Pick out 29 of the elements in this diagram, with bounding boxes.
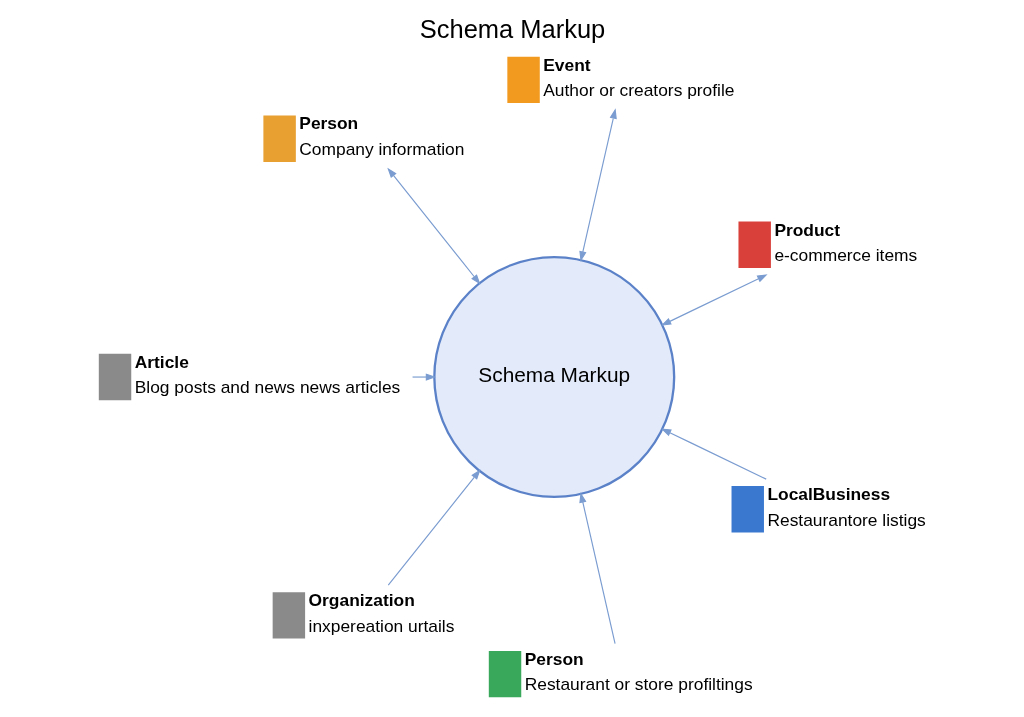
node-box: [262, 115, 296, 162]
arrow: [578, 492, 616, 645]
node-label: Person: [524, 648, 584, 669]
arrow: [660, 428, 767, 480]
arrow: [411, 373, 436, 381]
node-box: [737, 221, 771, 268]
node-label: Restaurant or store profiltings: [524, 674, 753, 695]
node-box: [98, 353, 131, 401]
node-label: e-commerce items: [773, 245, 917, 266]
node-box: [272, 592, 305, 639]
diagram-title: Schema Markup: [419, 14, 605, 43]
node-label: Product: [773, 219, 840, 240]
node-label: Article: [134, 351, 189, 372]
node-label: Restaurantore listigs: [766, 509, 926, 530]
node-label: Organization: [308, 590, 415, 611]
node-label: LocalBusiness: [766, 484, 890, 505]
arrow: [386, 167, 480, 285]
node-box: [731, 486, 764, 533]
node-label: Company information: [298, 138, 464, 159]
arrow: [660, 274, 768, 326]
node-label: Author or creators profile: [542, 80, 734, 101]
node-label: inxpereation urtails: [308, 615, 454, 636]
node-label: Event: [542, 54, 591, 75]
node-box: [488, 651, 521, 698]
node-box: [506, 56, 540, 104]
arrow: [387, 469, 481, 586]
arrow: [578, 108, 617, 262]
node-label: Blog posts and news news articles: [134, 377, 400, 398]
node-label: Person: [298, 113, 358, 134]
